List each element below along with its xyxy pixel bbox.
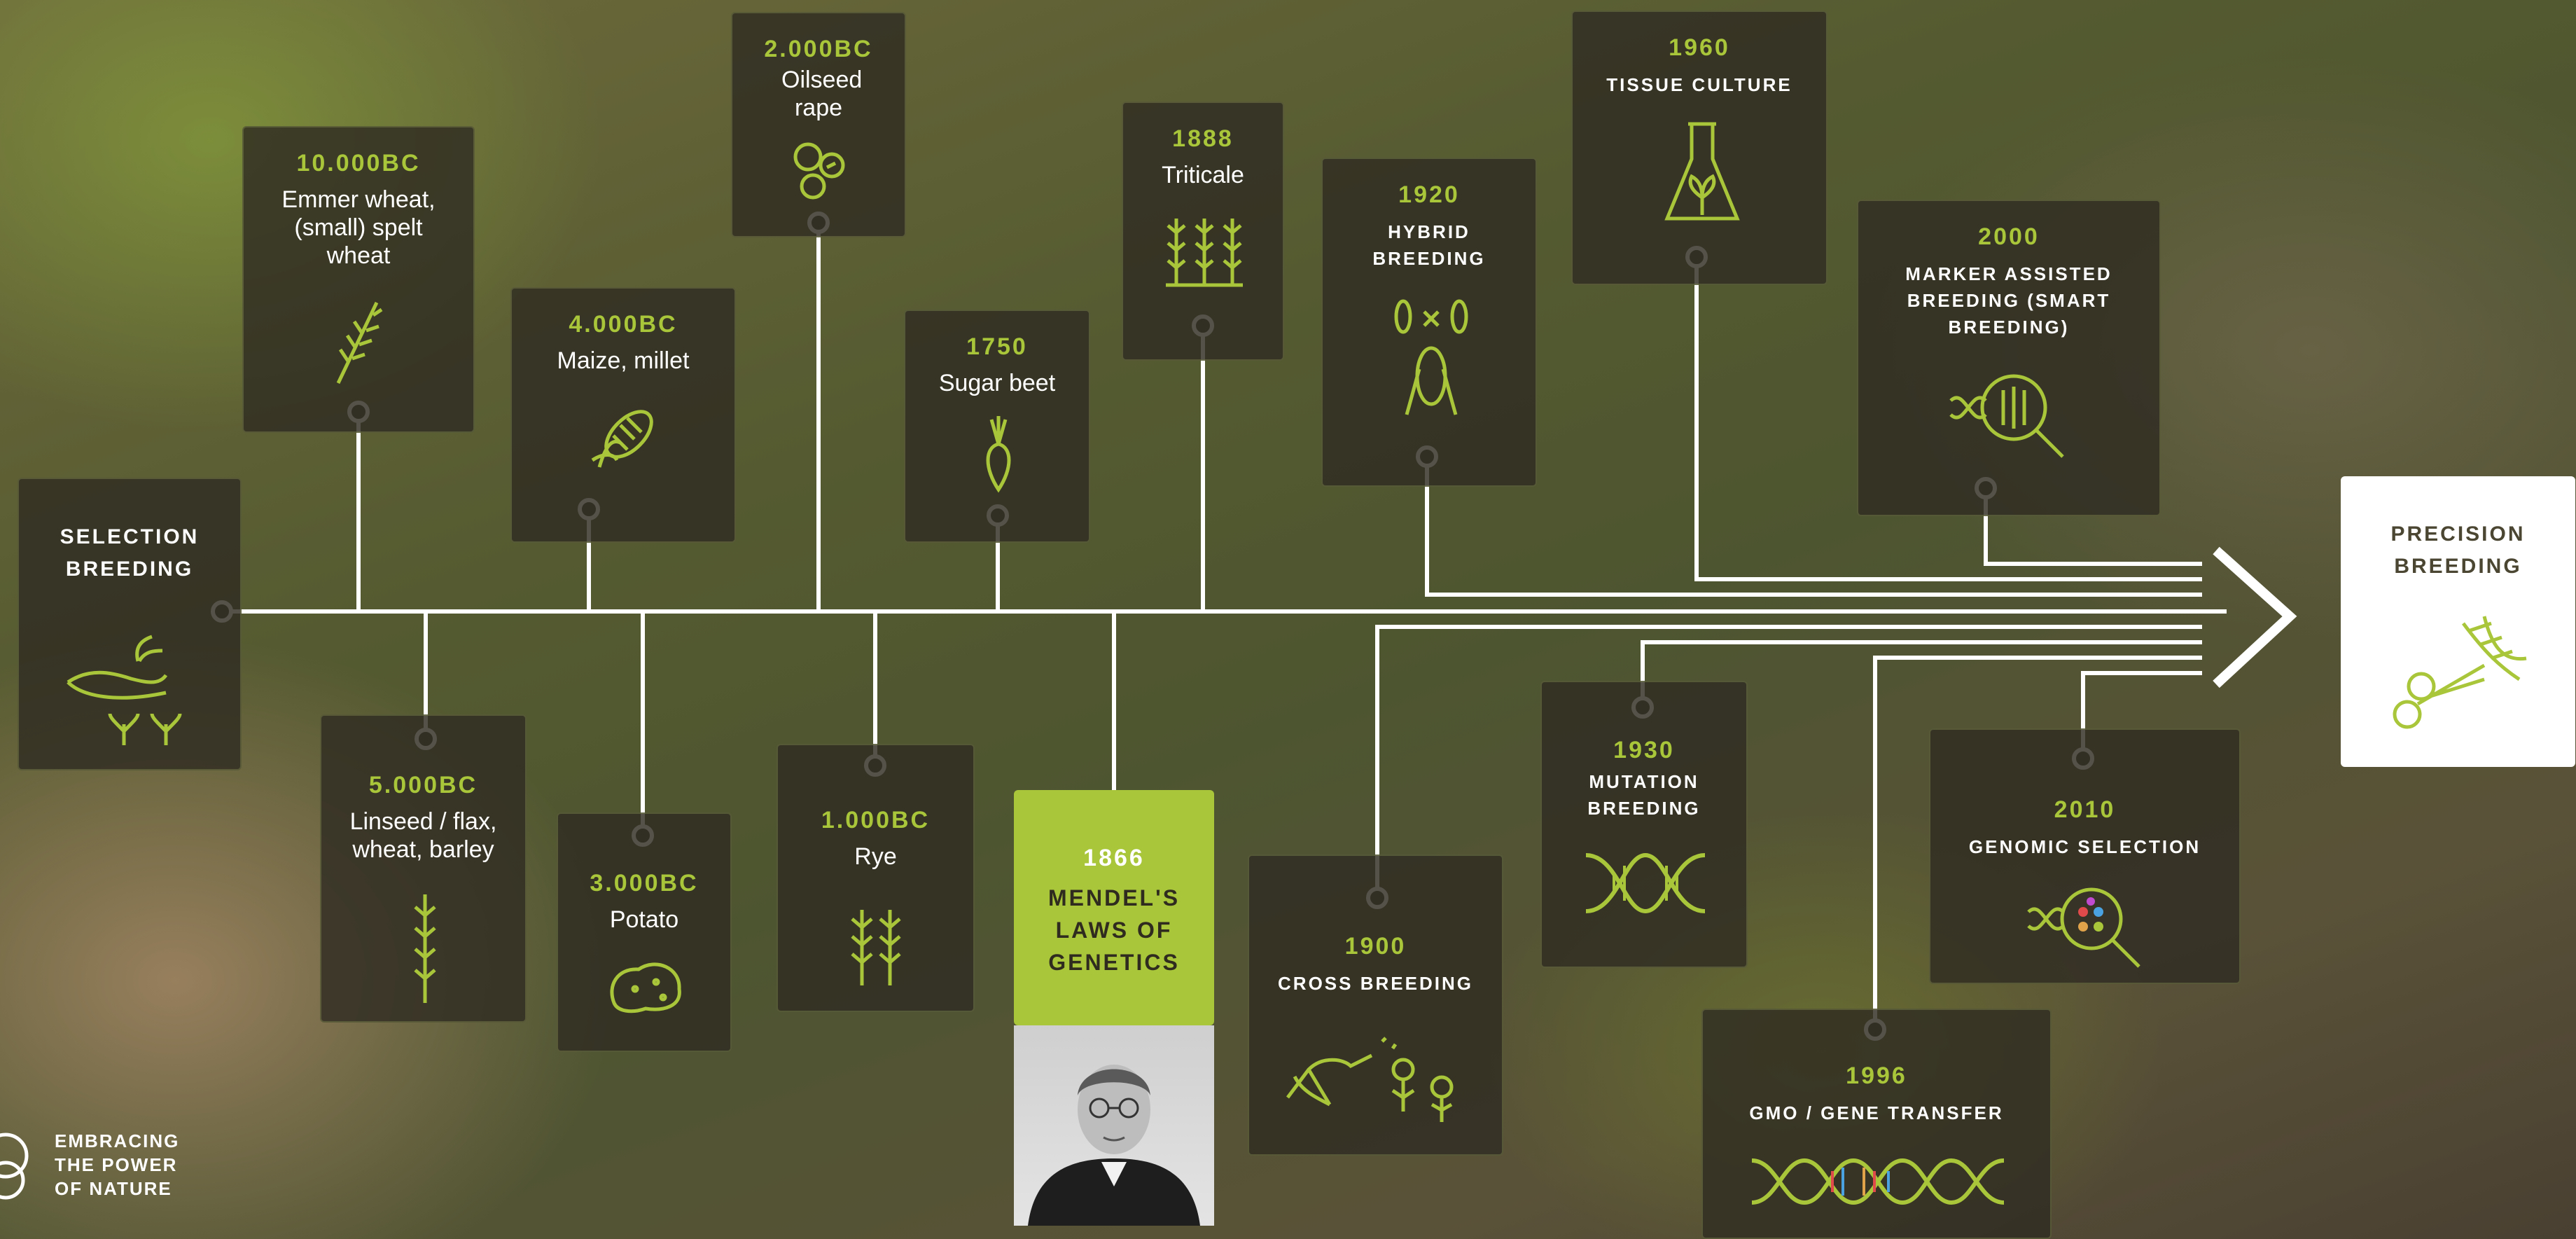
event-2000bc: 2.000BC Oilseed rape [731,12,906,237]
event-date: 1996 [1846,1063,1907,1089]
event-date: 1750 [966,333,1028,360]
event-2000: 2000 MARKER ASSISTED BREEDING (SMART BRE… [1857,200,2161,516]
start-label: SELECTION BREEDING [60,525,200,581]
dna-scissors-icon [2393,616,2527,729]
logo-text: EMBRACING THE POWER OF NATURE [55,1129,179,1200]
start-node: SELECTION BREEDING [18,478,242,770]
event-date: 5.000BC [368,772,478,798]
rye-icon [851,910,901,985]
end-node: PRECISION BREEDING [2341,476,2575,767]
event-label: TISSUE CULTURE [1606,74,1792,95]
genome-magnifier-icon [2027,887,2140,968]
event-label: Maize, millet [557,347,690,374]
event-date: 1930 [1613,737,1675,763]
event-1750: 1750 Sugar beet [904,310,1090,543]
event-date: 2000 [1978,223,2040,250]
event-date: 4.000BC [569,311,678,338]
event-label: HYBRID BREEDING [1372,221,1486,269]
event-label: Rye [854,843,897,870]
beet-icon [986,416,1011,493]
flask-icon [1664,122,1740,221]
event-1888: 1888 Triticale [1122,102,1284,361]
event-label: MUTATION BREEDING [1587,771,1701,819]
potato-icon [610,962,681,1013]
event-date: 10.000BC [296,150,421,176]
event-5000bc: 5.000BC Linseed / flax, wheat, barley [320,714,527,1023]
event-date: 1888 [1172,125,1234,152]
logo-icon [0,1133,29,1200]
event-date: 1.000BC [821,807,931,833]
event-label: Sugar beet [938,370,1056,396]
event-label: Triticale [1162,162,1244,188]
portrait-image [1028,1065,1200,1226]
event-date: 1900 [1344,933,1407,960]
logo-line-3: OF NATURE [55,1178,172,1199]
event-label: GENOMIC SELECTION [1968,836,2201,857]
event-date: 1960 [1669,34,1730,61]
event-10000bc: 10.000BC Emmer wheat, (small) spelt whea… [242,126,475,433]
event-1920: 1920 HYBRID BREEDING [1321,158,1537,487]
event-1960: 1960 TISSUE CULTURE [1571,11,1827,285]
dna-icon [1585,852,1706,914]
event-label: MENDEL'S LAWS OF GENETICS [1047,885,1181,975]
event-date: 2010 [2054,796,2116,823]
event-date: 1920 [1398,181,1460,208]
event-1866: 1866 MENDEL'S LAWS OF GENETICS [1014,790,1214,1025]
corn-icon [591,410,653,468]
triticale-icon [1166,219,1243,287]
event-label: Emmer wheat, (small) spelt wheat [281,186,436,269]
event-label: Potato [609,906,679,933]
dna-magnifier-icon [1949,374,2064,458]
event-label: MARKER ASSISTED BREEDING (SMART BREEDING… [1905,263,2112,338]
end-label: PRECISION BREEDING [2390,522,2526,578]
logo-line-1: EMBRACING [55,1130,180,1151]
mendel-portrait [1014,1025,1214,1226]
event-3000bc: 3.000BC Potato [557,812,732,1052]
event-1000bc: 1.000BC Rye [777,744,975,1012]
pollination-icon [1286,1037,1454,1122]
wheat-icon [336,301,383,385]
event-label: Linseed / flax, wheat, barley [349,808,497,863]
hand-plant-icon [67,635,182,745]
long-dna-icon [1751,1158,2005,1205]
event-label: Oilseed rape [781,67,863,121]
event-label: GMO / GENE TRANSFER [1749,1102,2004,1123]
event-1996: 1996 GMO / GENE TRANSFER [1701,1009,2052,1239]
event-date: 2.000BC [764,36,873,62]
event-1930: 1930 MUTATION BREEDING [1540,681,1748,968]
seeds-icon [793,142,845,200]
event-4000bc: 4.000BC Maize, millet [510,287,736,543]
event-1900: 1900 CROSS BREEDING [1248,854,1503,1156]
hybrid-corn-icon [1394,299,1468,415]
event-date: 3.000BC [590,870,699,897]
event-2010: 2010 GENOMIC SELECTION [1929,728,2241,984]
logo-line-2: THE POWER [55,1154,178,1175]
event-date: 1866 [1083,845,1145,871]
grain-icon [414,894,436,1003]
event-label: CROSS BREEDING [1278,973,1473,994]
